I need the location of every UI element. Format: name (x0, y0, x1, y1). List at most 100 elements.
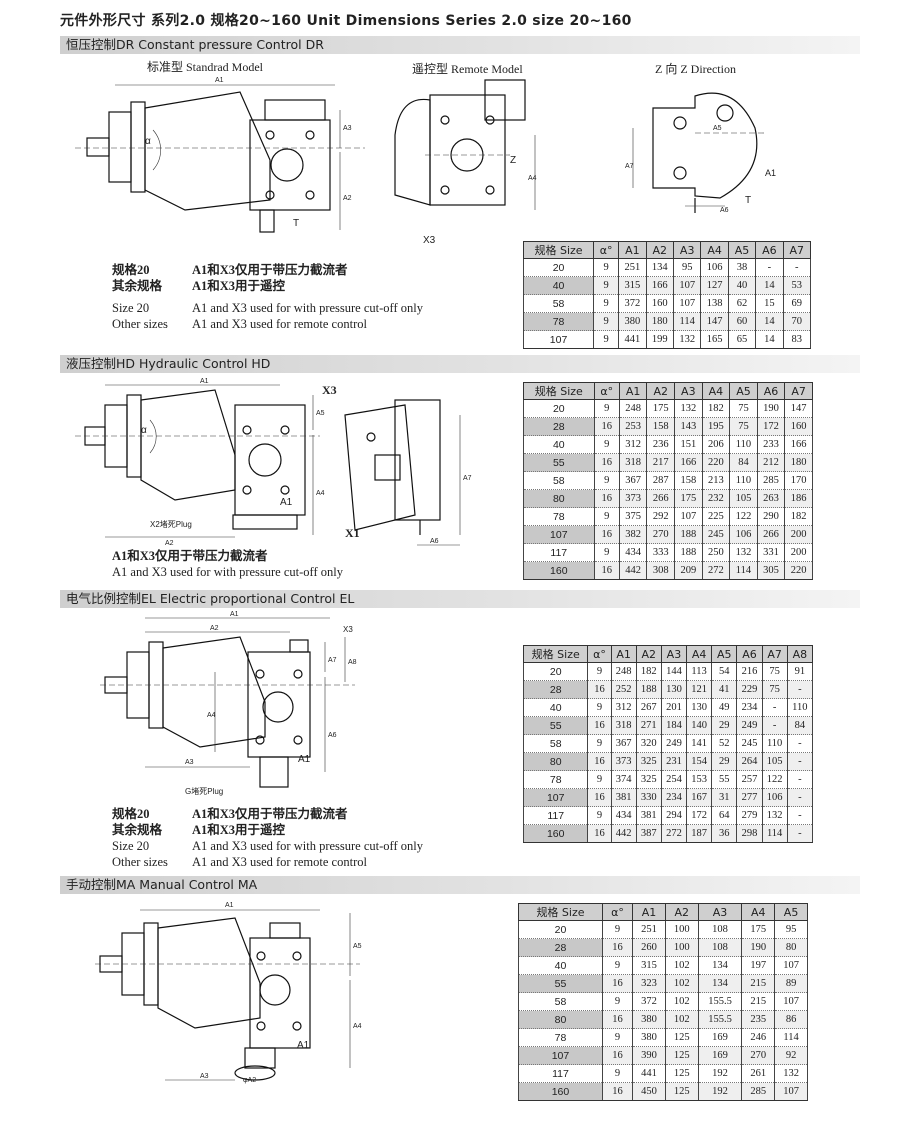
table-header-cell: A5 (774, 903, 808, 921)
table-cell: 80 (774, 938, 808, 957)
dim-g-plug: G堵死Plug (185, 786, 223, 796)
table-cell: 374 (610, 770, 637, 789)
dim-a3: A3 (343, 125, 352, 132)
table-cell: 200 (784, 525, 813, 544)
table-cell: 107 (672, 276, 702, 295)
table-header-cell: A7 (761, 645, 788, 663)
table-size-cell: 58 (523, 471, 595, 490)
table-size-cell: 20 (518, 920, 603, 939)
table-cell: 175 (674, 489, 703, 508)
table-size-cell: 107 (522, 788, 589, 807)
table-cell: 16 (593, 525, 620, 544)
table-cell: 325 (635, 770, 662, 789)
table-cell: 381 (610, 788, 637, 807)
table-header-cell: A4 (686, 645, 713, 663)
table-cell: 84 (729, 453, 758, 472)
section-header-hd: 液压控制HD Hydraulic Control HD (60, 355, 860, 373)
table-cell: 132 (672, 330, 702, 349)
note-cn-size20: 规格20 (112, 807, 150, 821)
table-cell: 298 (736, 824, 763, 843)
table-header-cell: A4 (700, 241, 729, 259)
dim-a7: A7 (328, 657, 337, 664)
table-cell: 114 (729, 561, 758, 580)
table-cell: 95 (672, 258, 702, 277)
table-cell: 60 (727, 312, 757, 331)
table-cell: - (786, 806, 814, 825)
table-cell: 387 (635, 824, 662, 843)
note-en-size20: Size 20 (112, 301, 150, 315)
note-cn-other-text: A1和X3用于遥控 (192, 279, 286, 293)
table-cell: 132 (761, 806, 788, 825)
table-cell: 184 (660, 716, 688, 735)
table-cell: 16 (593, 489, 620, 508)
table-cell: 261 (741, 1064, 776, 1083)
dim-x3: X3 (423, 235, 436, 246)
table-cell: 254 (660, 770, 688, 789)
section-header-dr: 恒压控制DR Constant pressure Control DR (60, 36, 860, 54)
note-en-size20: Size 20 (112, 839, 150, 853)
table-cell: 9 (593, 399, 620, 418)
table-cell: 200 (784, 543, 813, 562)
table-cell: 434 (610, 806, 637, 825)
note-cn-other: 其余规格 (112, 823, 163, 837)
table-cell: 441 (632, 1064, 666, 1083)
table-cell: 294 (660, 806, 688, 825)
table-cell: 381 (635, 806, 662, 825)
dim-a5: A5 (713, 125, 722, 132)
table-header-cell: A2 (635, 645, 662, 663)
table-cell: 16 (587, 752, 612, 771)
table-cell: 41 (711, 680, 738, 699)
table-cell: 143 (674, 417, 703, 436)
table-cell: 110 (761, 734, 788, 753)
table-cell: 147 (784, 399, 813, 418)
table-cell: 231 (660, 752, 688, 771)
table-cell: 166 (674, 453, 703, 472)
table-cell: - (786, 770, 814, 789)
table-header-cell: A8 (786, 645, 814, 663)
table-cell: 54 (711, 662, 738, 681)
table-cell: 9 (587, 806, 612, 825)
table-cell: 38 (727, 258, 757, 277)
table-cell: 9 (601, 1064, 634, 1083)
table-cell: 380 (632, 1028, 666, 1047)
table-cell: 36 (711, 824, 738, 843)
table-header-cell: A5 (727, 241, 757, 259)
table-header-cell: A1 (632, 903, 666, 921)
table-cell: 233 (756, 435, 786, 454)
table-cell: 367 (618, 471, 648, 490)
table-cell: 62 (727, 294, 757, 313)
table-cell: 308 (646, 561, 676, 580)
table-cell: 182 (784, 507, 813, 526)
table-cell: 271 (635, 716, 662, 735)
table-size-cell: 117 (518, 1064, 603, 1083)
table-cell: 236 (646, 435, 676, 454)
table-cell: 380 (632, 1010, 666, 1029)
table-header-cell: A3 (660, 645, 688, 663)
table-cell: 9 (593, 507, 620, 526)
table-cell: - (782, 258, 812, 277)
note-en-size20-text: A1 and X3 used for with pressure cut-off… (192, 839, 423, 853)
hd-main-drawing: A1 A5 α A4 A1 X2堵死Plug A2 (75, 378, 325, 547)
table-cell: 192 (697, 1064, 743, 1083)
table-cell: 372 (632, 992, 666, 1011)
dim-a4: A4 (316, 490, 325, 497)
table-cell: 190 (741, 938, 776, 957)
table-cell: 272 (701, 561, 731, 580)
table-cell: 248 (618, 399, 648, 418)
dim-alpha: α (145, 136, 151, 147)
table-cell: 69 (782, 294, 812, 313)
table-cell: 110 (729, 435, 758, 454)
